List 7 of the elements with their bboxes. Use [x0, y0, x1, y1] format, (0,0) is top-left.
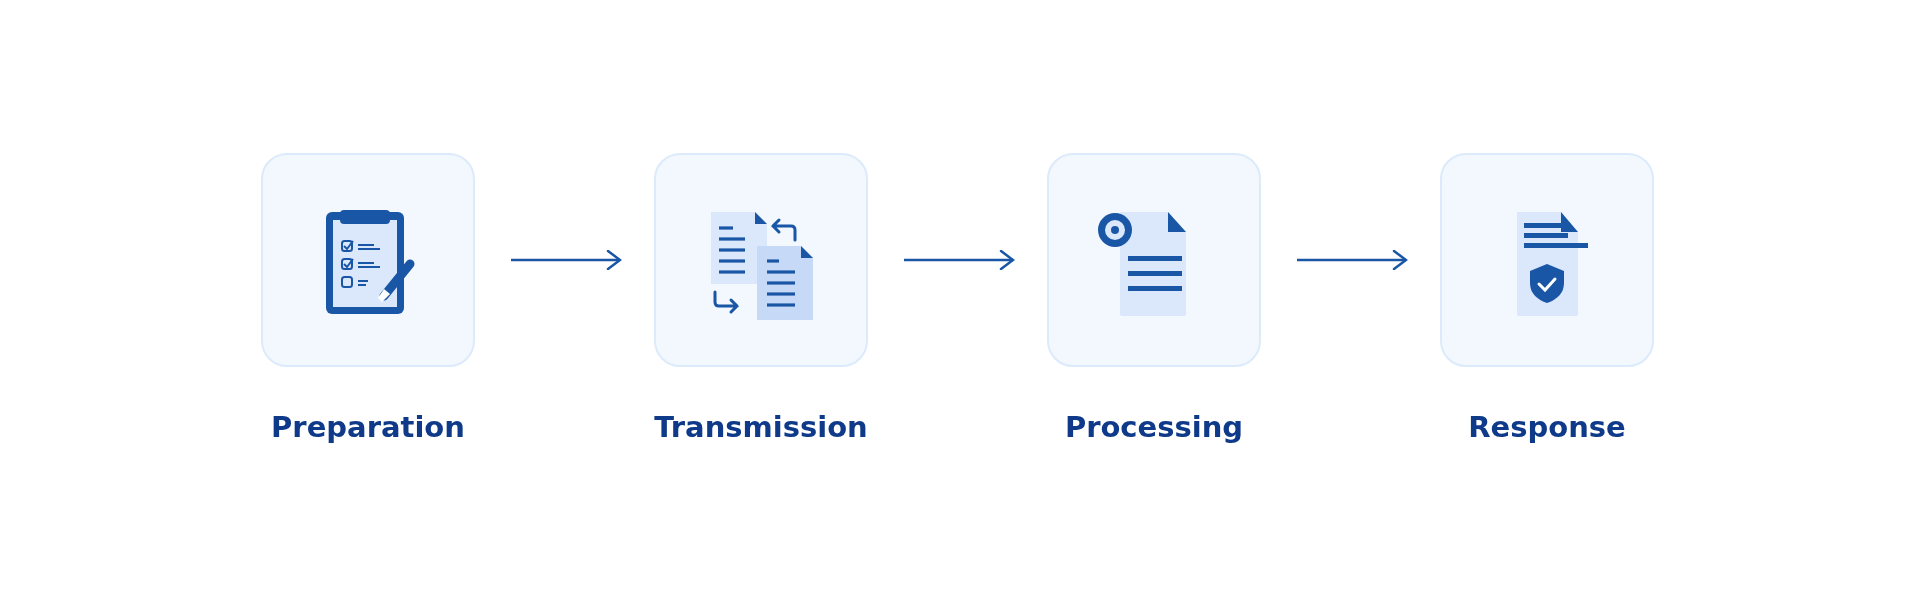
arrow [1297, 249, 1408, 271]
arrow [511, 249, 622, 271]
step-label: Transmission [653, 409, 869, 445]
step-label: Preparation [270, 409, 466, 445]
step-label: Response [1467, 409, 1627, 445]
arrow [904, 249, 1015, 271]
step-label: Processing [1063, 409, 1245, 445]
